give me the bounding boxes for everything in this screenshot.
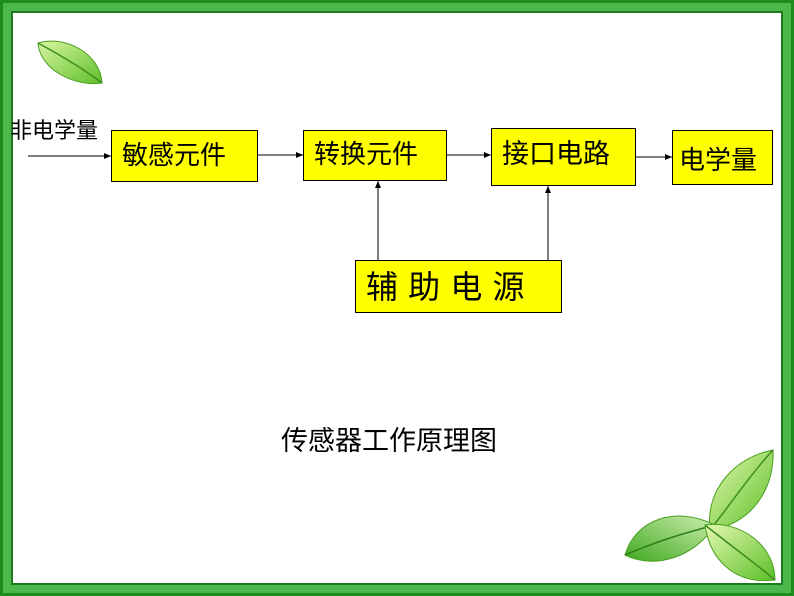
slide-frame-band bbox=[3, 3, 791, 593]
sensing-element-box: 敏感元件 bbox=[111, 130, 258, 182]
diagram-caption: 传感器工作原理图 bbox=[281, 426, 497, 457]
slide-frame-inner bbox=[11, 11, 783, 585]
interface-circuit-box: 接口电路 bbox=[491, 128, 636, 186]
leaf-cluster-icon bbox=[624, 449, 776, 582]
electrical-quantity-box: 电学量 bbox=[672, 130, 773, 185]
leaf-icon bbox=[37, 40, 103, 85]
conversion-element-box: 转换元件 bbox=[303, 130, 447, 181]
input-label: 非电学量 bbox=[10, 119, 99, 144]
auxiliary-power-box: 辅 助 电 源 bbox=[355, 260, 562, 313]
